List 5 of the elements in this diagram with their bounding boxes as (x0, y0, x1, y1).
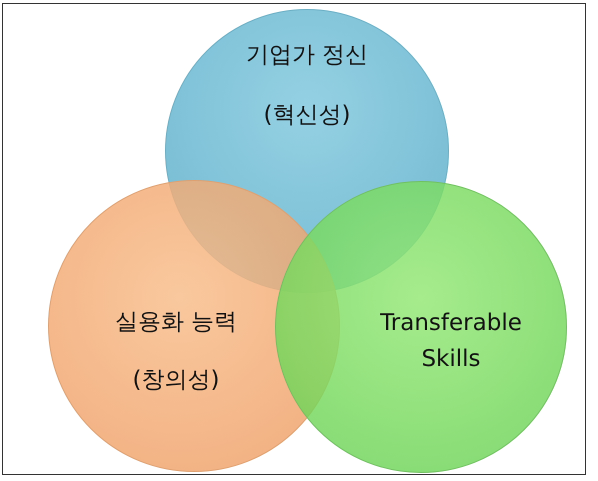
circle-label: (혁신성) (264, 100, 350, 130)
circle-label: 실용화 능력 (114, 308, 238, 337)
circle-label: Transferable Skills (379, 309, 523, 374)
circle-label: 기업가 정신 (246, 41, 368, 70)
circle-label: (창의성) (132, 366, 220, 395)
